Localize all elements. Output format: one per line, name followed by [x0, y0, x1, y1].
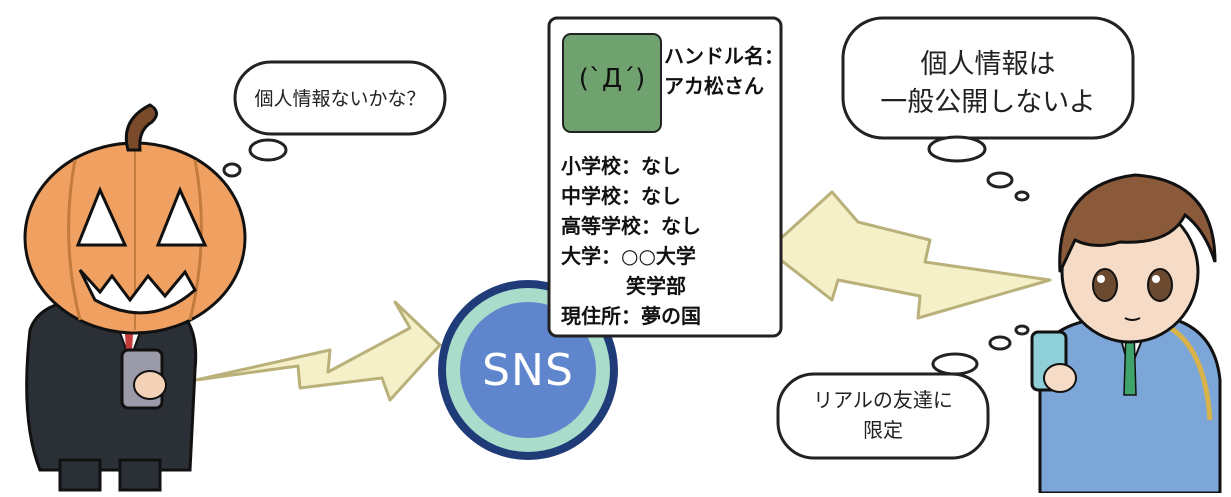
avatar-icon [562, 33, 662, 133]
lightning-arrow-right-icon [766, 190, 1052, 320]
pumpkin-thought-text: 個人情報ないかな？ [254, 88, 426, 110]
student-bottom-speech-bubble [776, 324, 1030, 460]
pumpkin-thought-bubble [222, 60, 447, 178]
profile-residence: 現住所：夢の国 [561, 304, 701, 328]
student-top-line2: 一般公開しないよ [880, 87, 1096, 118]
student-bottom-line1: リアルの友達に [813, 388, 953, 412]
profile-faculty: 笑学部 [626, 274, 686, 298]
handle-line1: ハンドル名： [664, 44, 784, 68]
student-bottom-line2: 限定 [863, 418, 903, 442]
lightning-arrow-left-icon [194, 300, 442, 402]
sns-label: SNS [482, 345, 574, 396]
avatar-face-text: (`Д´) [578, 64, 646, 94]
handle-line2: アカ松さん [664, 74, 764, 98]
profile-middle: 中学校：なし [561, 184, 681, 208]
student-character [1030, 173, 1222, 495]
profile-card [547, 16, 783, 338]
profile-elementary: 小学校：なし [561, 154, 681, 178]
student-top-speech-bubble [841, 16, 1135, 202]
pumpkin-head-character [23, 103, 247, 492]
profile-high: 高等学校：なし [561, 214, 701, 238]
student-top-line1: 個人情報は [920, 49, 1056, 80]
profile-university: 大学：○○大学 [561, 244, 696, 268]
